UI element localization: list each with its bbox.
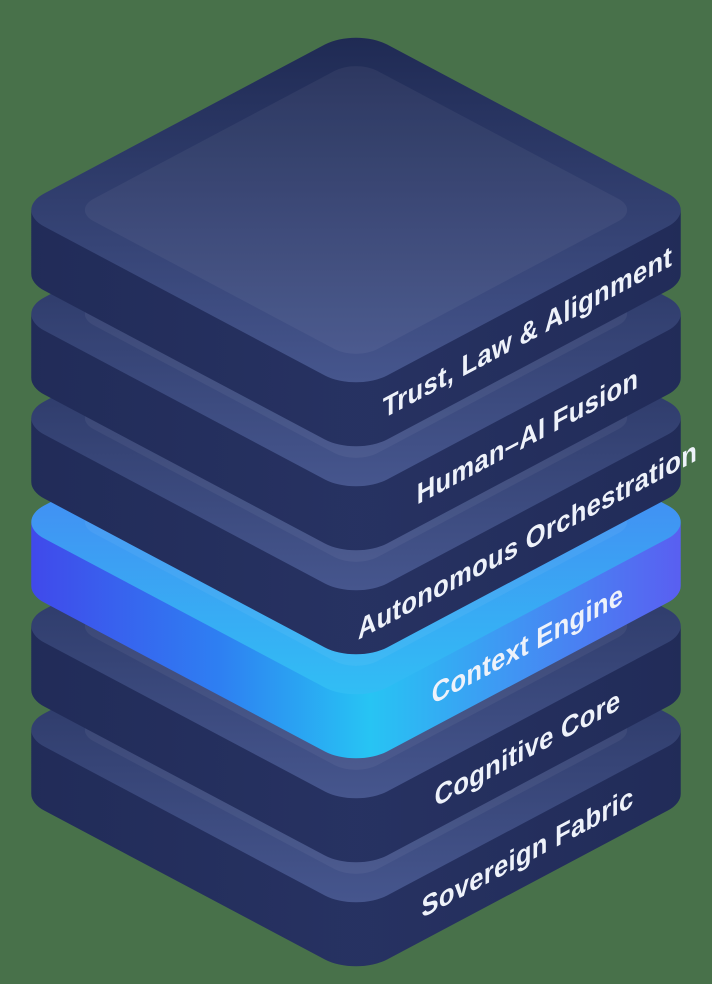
layer-top-face [31, 37, 681, 383]
layer-trust-law-alignment: Trust, Law & Alignment [31, 37, 681, 447]
layer-top-bevel [84, 66, 628, 354]
